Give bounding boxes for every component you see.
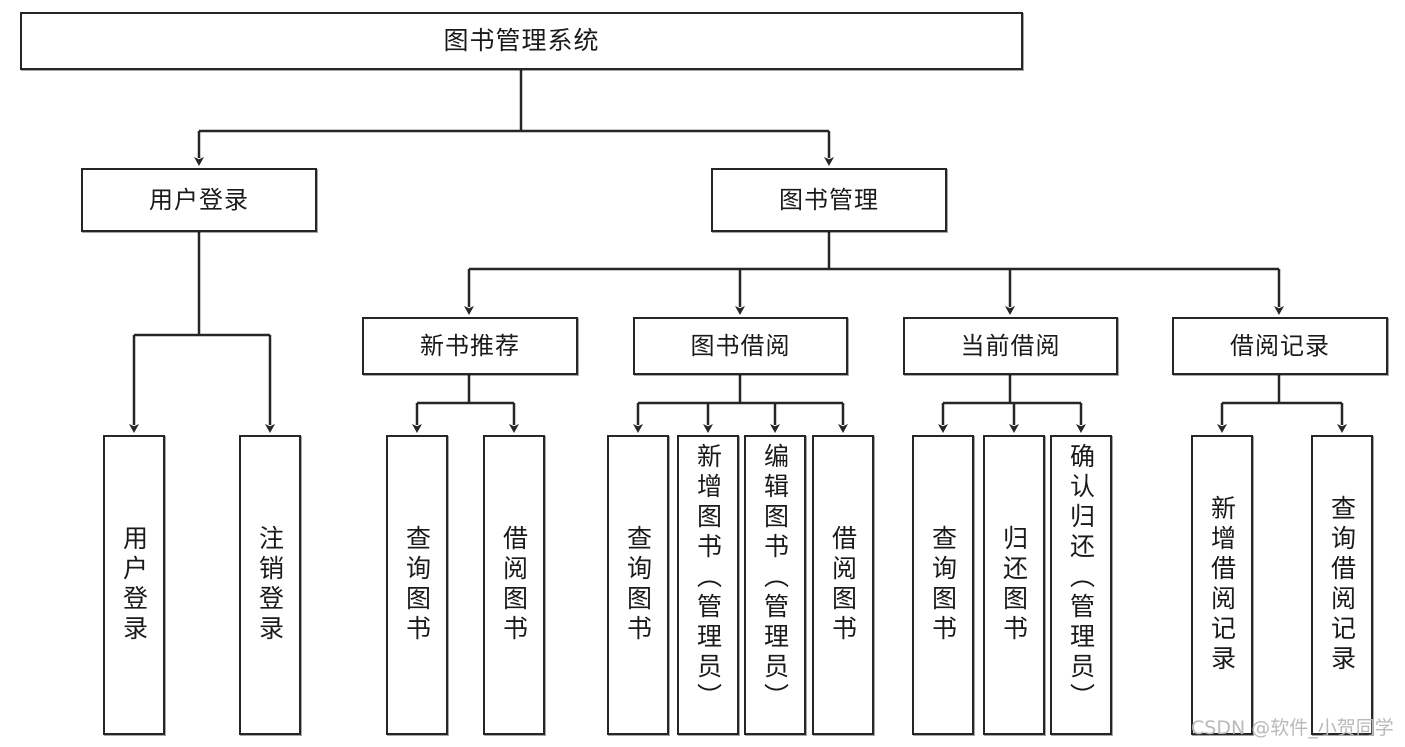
node-book-management-label: 图书管理 bbox=[779, 186, 879, 214]
node-leaf-add-borrow-record-label: 新增借阅记录 bbox=[1207, 495, 1237, 675]
node-leaf-query-book-2[interactable]: 查询图书 bbox=[607, 435, 669, 735]
node-leaf-confirm-return-admin[interactable]: 确认归还（管理员） bbox=[1050, 435, 1112, 735]
node-user-login-label: 用户登录 bbox=[149, 186, 249, 214]
node-book-borrow-label: 图书借阅 bbox=[690, 332, 791, 360]
node-leaf-add-book-admin-label: 新增图书（管理员） bbox=[693, 443, 723, 713]
node-leaf-return-book-label: 归还图书 bbox=[999, 525, 1029, 645]
node-leaf-confirm-return-admin-label: 确认归还（管理员） bbox=[1066, 443, 1096, 713]
node-leaf-borrow-book-2-label: 借阅图书 bbox=[828, 525, 858, 645]
node-leaf-borrow-book-2[interactable]: 借阅图书 bbox=[812, 435, 874, 735]
node-leaf-query-book-3[interactable]: 查询图书 bbox=[912, 435, 974, 735]
node-book-management[interactable]: 图书管理 bbox=[711, 168, 947, 232]
node-root[interactable]: 图书管理系统 bbox=[20, 12, 1023, 70]
node-leaf-edit-book-admin[interactable]: 编辑图书（管理员） bbox=[744, 435, 806, 735]
node-leaf-query-book-1[interactable]: 查询图书 bbox=[386, 435, 448, 735]
node-leaf-edit-book-admin-label: 编辑图书（管理员） bbox=[760, 443, 790, 713]
node-borrow-record[interactable]: 借阅记录 bbox=[1172, 317, 1388, 375]
node-leaf-add-book-admin[interactable]: 新增图书（管理员） bbox=[677, 435, 739, 735]
node-new-book-recommend-label: 新书推荐 bbox=[420, 332, 520, 360]
node-leaf-logout[interactable]: 注销登录 bbox=[239, 435, 301, 735]
node-new-book-recommend[interactable]: 新书推荐 bbox=[362, 317, 578, 375]
node-leaf-query-book-3-label: 查询图书 bbox=[928, 525, 958, 645]
node-leaf-query-borrow-record[interactable]: 查询借阅记录 bbox=[1311, 435, 1373, 735]
node-leaf-user-login[interactable]: 用户登录 bbox=[103, 435, 165, 735]
node-root-label: 图书管理系统 bbox=[443, 26, 600, 56]
watermark: CSDN @软件_小贺同学 bbox=[1191, 717, 1394, 739]
node-borrow-record-label: 借阅记录 bbox=[1230, 332, 1330, 360]
node-leaf-add-borrow-record[interactable]: 新增借阅记录 bbox=[1191, 435, 1253, 735]
node-user-login[interactable]: 用户登录 bbox=[81, 168, 317, 232]
node-leaf-query-book-1-label: 查询图书 bbox=[402, 525, 432, 645]
node-leaf-user-login-label: 用户登录 bbox=[119, 525, 149, 645]
node-leaf-borrow-book-1-label: 借阅图书 bbox=[499, 525, 529, 645]
node-current-borrow[interactable]: 当前借阅 bbox=[903, 317, 1118, 375]
node-leaf-query-book-2-label: 查询图书 bbox=[623, 525, 653, 645]
node-book-borrow[interactable]: 图书借阅 bbox=[633, 317, 848, 375]
node-leaf-query-borrow-record-label: 查询借阅记录 bbox=[1327, 495, 1357, 675]
node-leaf-logout-label: 注销登录 bbox=[255, 525, 285, 645]
node-leaf-borrow-book-1[interactable]: 借阅图书 bbox=[483, 435, 545, 735]
node-current-borrow-label: 当前借阅 bbox=[960, 332, 1061, 360]
node-leaf-return-book[interactable]: 归还图书 bbox=[983, 435, 1045, 735]
